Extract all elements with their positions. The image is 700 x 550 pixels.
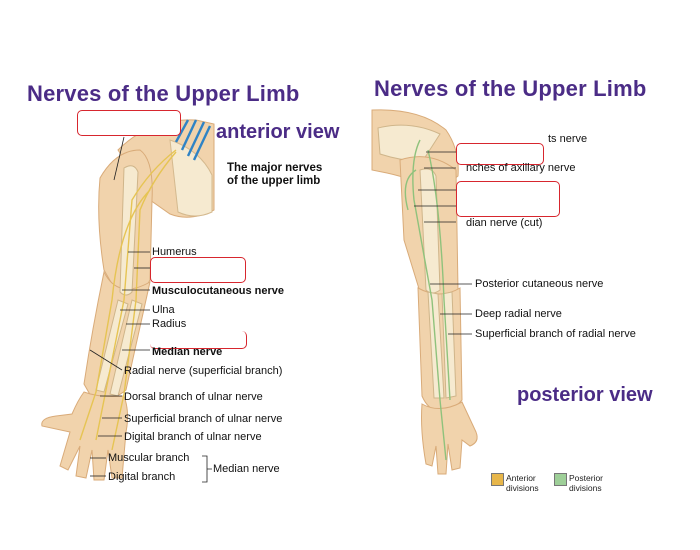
label-superficial-radial: Superficial branch of radial nerve (475, 328, 636, 340)
legend-anterior-text: Anterior divisions (506, 473, 554, 493)
posterior-view-label: posterior view (517, 384, 653, 407)
posterior-mask-1 (456, 128, 546, 142)
anterior-view-label: anterior view (216, 121, 339, 144)
label-posterior-cutaneous: Posterior cutaneous nerve (475, 278, 603, 290)
label-median-nerve-bracket: Median nerve (213, 463, 280, 475)
posterior-blank-large[interactable] (456, 181, 560, 217)
anterior-arm-illustration (42, 120, 214, 480)
anterior-title: Nerves of the Upper Limb (27, 81, 300, 107)
label-superficial-ulnar: Superficial branch of ulnar nerve (124, 413, 282, 425)
subtitle-line-1: The major nerves (227, 162, 322, 175)
label-digital-ulnar: Digital branch of ulnar nerve (124, 431, 262, 443)
label-ulna: Ulna (152, 304, 175, 316)
label-partial-top: ts nerve (548, 133, 587, 145)
legend-posterior-swatch (554, 473, 567, 486)
legend-anterior-swatch (491, 473, 504, 486)
posterior-hand (422, 402, 478, 474)
subtitle-line-2: of the upper limb (227, 175, 322, 188)
label-digital-branch: Digital branch (108, 471, 175, 483)
label-deep-radial: Deep radial nerve (475, 308, 562, 320)
anterior-subtitle: The major nerves of the upper limb (227, 162, 322, 188)
label-musculocutaneous: Musculocutaneous nerve (152, 285, 284, 297)
legend-posterior-text: Posterior divisions (569, 473, 617, 493)
anterior-blank-mid[interactable] (150, 257, 246, 283)
label-branches-axillary: nches of axillary nerve (466, 162, 575, 174)
label-radius: Radius (152, 318, 186, 330)
label-median-nerve: Median nerve (152, 346, 222, 358)
posterior-title: Nerves of the Upper Limb (374, 76, 647, 102)
anterior-blank-top[interactable] (77, 110, 181, 136)
label-dorsal-ulnar: Dorsal branch of ulnar nerve (124, 391, 263, 403)
label-radial-superficial: Radial nerve (superficial branch) (124, 365, 282, 377)
label-humerus: Humerus (152, 246, 197, 258)
label-muscular-branch: Muscular branch (108, 452, 189, 464)
label-median-cut: dian nerve (cut) (466, 217, 542, 229)
